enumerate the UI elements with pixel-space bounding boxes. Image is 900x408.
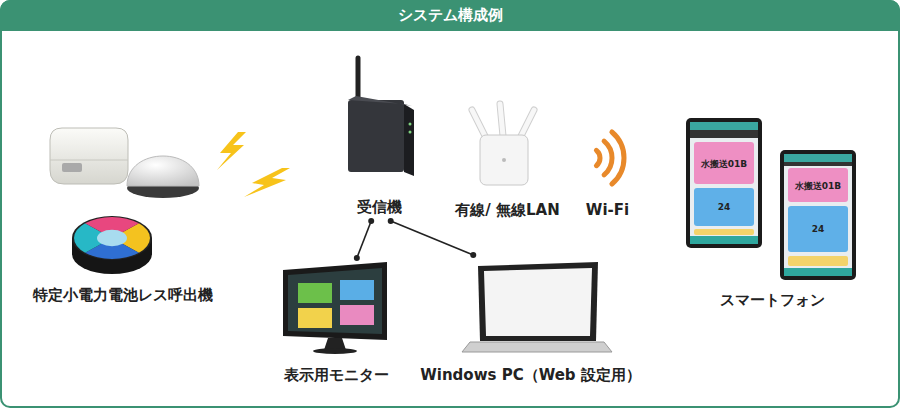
button-center (91, 226, 133, 249)
router-antenna (472, 110, 486, 138)
monitor-base (313, 348, 357, 354)
wifi-arc (612, 132, 624, 184)
device-caption: 受信機 (357, 197, 402, 217)
router-antenna (472, 110, 486, 138)
device-caption: Windows PC（Web 設定用） (420, 365, 641, 385)
router-body (480, 135, 528, 185)
phone-card (694, 229, 754, 235)
router-antenna (500, 104, 503, 136)
caller-edge (50, 160, 128, 161)
phone-card (788, 256, 848, 266)
receiver-antenna (356, 58, 361, 102)
router-antenna (520, 110, 534, 138)
device-node: Windows PC（Web 設定用） (416, 255, 645, 389)
receiver-side (404, 104, 414, 176)
phone-subheader (690, 130, 758, 138)
phone-header (784, 154, 852, 162)
device-caption: 表示用モニター (284, 365, 389, 385)
device-node: Wi-Fi (575, 118, 640, 224)
laptop-screen (484, 268, 592, 336)
router-antenna (500, 104, 503, 136)
caller-square (50, 128, 128, 184)
phone-footer (784, 268, 852, 276)
wifi-arc (596, 150, 600, 165)
screen-text: 水搬送01B (795, 181, 841, 192)
router-antenna (520, 110, 534, 138)
device-node: スマートフォン (680, 112, 864, 314)
phone-card (694, 142, 754, 184)
device-node: 有線/ 無線LAN (451, 100, 564, 224)
phone-screen (784, 154, 852, 276)
device-node: 特定小電力電池レス呼出機 (29, 118, 217, 309)
caller-button (62, 163, 82, 172)
connector-dot (354, 255, 360, 261)
monitor-tile (340, 305, 374, 325)
device-caption: Wi-Fi (586, 200, 629, 220)
device-caption: スマートフォン (720, 290, 825, 310)
connector-line (391, 221, 474, 255)
dome-caller (127, 156, 199, 186)
receiver-led (409, 131, 412, 134)
phone-subheader (784, 162, 852, 166)
diagram-title: システム構成例 (0, 0, 900, 31)
screen-text: 水搬送01B (701, 159, 747, 170)
screen-text: 24 (718, 202, 731, 213)
wifi-arc (604, 141, 612, 175)
device-node: 表示用モニター (280, 258, 393, 389)
phone-card (788, 168, 848, 202)
phone-card (788, 206, 848, 252)
phone-footer (690, 236, 758, 244)
phone-header (690, 122, 758, 130)
phone-body (686, 118, 762, 248)
monitor-screen (288, 268, 382, 334)
laptop-base (462, 342, 612, 352)
monitor-tile (298, 283, 332, 303)
monitor-tile (340, 280, 374, 300)
monitor-bezel (283, 262, 387, 340)
router-led (502, 158, 506, 162)
receiver-body (348, 100, 404, 172)
laptop-lid (478, 262, 598, 341)
device-caption: 特定小電力電池レス呼出機 (33, 285, 213, 305)
phone-screen (690, 122, 758, 244)
receiver-led (409, 123, 412, 126)
monitor-tile (298, 308, 332, 328)
connector-dot (388, 218, 394, 224)
device-node: 受信機 (340, 48, 418, 221)
receiver-top (348, 96, 412, 106)
screen-text: 24 (812, 224, 825, 235)
phone-body (780, 150, 856, 280)
device-caption: 有線/ 無線LAN (455, 200, 559, 220)
connector-dot (470, 252, 476, 258)
lightning-bolt (217, 132, 246, 170)
connector-line (357, 221, 371, 258)
connector-dot (368, 218, 374, 224)
button-quadrants (58, 208, 165, 267)
lightning-bolt (244, 168, 290, 197)
phone-card (694, 188, 754, 226)
